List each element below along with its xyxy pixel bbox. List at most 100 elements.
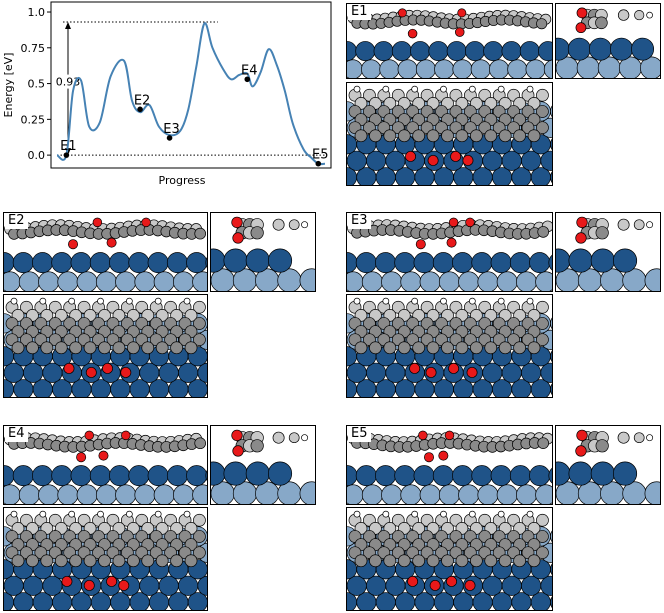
- substrate-atom: [521, 150, 542, 171]
- substrate-atom-back: [400, 271, 422, 291]
- carbon-atom: [369, 554, 382, 568]
- oxygen-atom: [118, 579, 130, 591]
- substrate-atom-back: [4, 271, 21, 291]
- carbon-atom: [288, 219, 300, 231]
- carbon-atom: [536, 105, 549, 118]
- substrate-atom-back: [115, 484, 137, 504]
- substrate-atom-front: [509, 252, 531, 274]
- e1-end-structure: [556, 7, 660, 78]
- substrate-atom-front: [355, 252, 377, 274]
- e2-end-structure: [211, 216, 315, 291]
- substrate-atom-front: [446, 41, 467, 62]
- oxygen-atom: [425, 366, 437, 378]
- carbon-atom: [112, 554, 126, 568]
- e2-side-view: E2: [3, 212, 208, 292]
- carbon-atom: [536, 18, 548, 30]
- carbon-atom: [69, 554, 83, 568]
- substrate-atom-front: [588, 37, 612, 61]
- carbon-atom: [193, 333, 206, 347]
- e3-end-view: [555, 212, 661, 292]
- carbon-atom: [426, 554, 440, 568]
- substrate-atom-back: [415, 59, 436, 78]
- substrate-atom-back: [192, 484, 207, 504]
- oxygen-atom: [232, 232, 244, 244]
- e5-top-structure: [347, 510, 552, 610]
- carbon-atom: [369, 129, 382, 143]
- substrate-atom-front: [51, 465, 73, 487]
- hydrogen-atom: [10, 297, 18, 305]
- substrate-atom: [540, 150, 552, 171]
- substrate-atom-front: [529, 252, 551, 274]
- substrate-atom-back: [361, 59, 382, 78]
- e2-side-structure: [4, 217, 207, 291]
- substrate-atom-front: [428, 41, 449, 62]
- carbon-atom: [484, 341, 498, 355]
- carbon-atom: [288, 432, 300, 444]
- state-point-e1: [63, 152, 70, 158]
- carbon-atom: [498, 341, 512, 355]
- substrate-atom: [501, 575, 522, 596]
- substrate-atom-front: [109, 465, 131, 487]
- substrate-atom-back: [489, 59, 509, 78]
- e5-label: E5: [348, 426, 371, 442]
- substrate-atom-front: [391, 41, 412, 62]
- substrate-atom: [550, 138, 552, 151]
- substrate-atom-front: [186, 465, 207, 487]
- substrate-atom-back: [452, 59, 473, 78]
- substrate-atom: [550, 171, 552, 184]
- substrate-atom-front: [109, 252, 131, 274]
- substrate-atom-front: [147, 252, 169, 274]
- substrate-atom-front: [89, 252, 111, 274]
- hydrogen-atom: [526, 510, 534, 518]
- substrate-atom-back: [477, 484, 499, 504]
- e4-end-view: [210, 425, 316, 505]
- substrate-atom: [42, 575, 63, 596]
- substrate-atom-back: [95, 484, 117, 504]
- oxygen-atom: [231, 216, 243, 229]
- oxygen-atom: [141, 217, 151, 228]
- substrate-atom-back: [361, 271, 383, 291]
- oxygen-atom: [418, 430, 428, 441]
- substrate-atom-back: [347, 271, 364, 291]
- carbon-atom: [54, 341, 68, 355]
- state-point-e2: [137, 106, 143, 113]
- substrate-atom-front: [612, 461, 638, 486]
- substrate-atom: [178, 575, 199, 596]
- substrate-atom-back: [458, 271, 480, 291]
- substrate-atom-front: [355, 41, 376, 62]
- carbon-atom: [40, 341, 54, 355]
- e3-label: E3: [348, 213, 371, 229]
- carbon-atom: [193, 530, 206, 543]
- carbon-atom: [498, 129, 512, 143]
- substrate-atom-front: [375, 465, 397, 487]
- e4-end-structure: [211, 429, 315, 504]
- e2-end-view: [210, 212, 316, 292]
- carbon-atom: [155, 554, 169, 568]
- substrate-atom-back: [397, 59, 418, 78]
- hydrogen-atom: [183, 510, 191, 518]
- substrate-atom-front: [452, 252, 474, 274]
- substrate-atom: [550, 105, 552, 118]
- oxygen-atom: [415, 239, 426, 250]
- substrate-atom: [178, 362, 199, 383]
- e4-top-structure: [4, 510, 207, 610]
- carbon-atom: [272, 431, 285, 444]
- hydrogen-atom: [10, 510, 18, 518]
- oxygen-atom: [120, 366, 132, 378]
- substrate-atom-back: [458, 484, 480, 504]
- substrate-atom-front: [355, 465, 377, 487]
- oxygen-atom: [424, 452, 434, 463]
- oxygen-atom: [448, 217, 459, 228]
- oxygen-atom: [465, 217, 475, 228]
- e1-side-view: E1: [346, 3, 553, 79]
- substrate-atom-front: [267, 248, 293, 273]
- carbon-atom: [469, 129, 483, 143]
- substrate-atom-front: [548, 254, 552, 271]
- substrate-atom: [482, 575, 503, 596]
- substrate-atom-front: [347, 41, 357, 62]
- substrate-atom-back: [507, 59, 528, 78]
- carbon-atom: [498, 554, 512, 568]
- oxygen-atom: [464, 579, 476, 591]
- substrate-atom-back: [515, 484, 537, 504]
- carbon-atom: [83, 341, 97, 355]
